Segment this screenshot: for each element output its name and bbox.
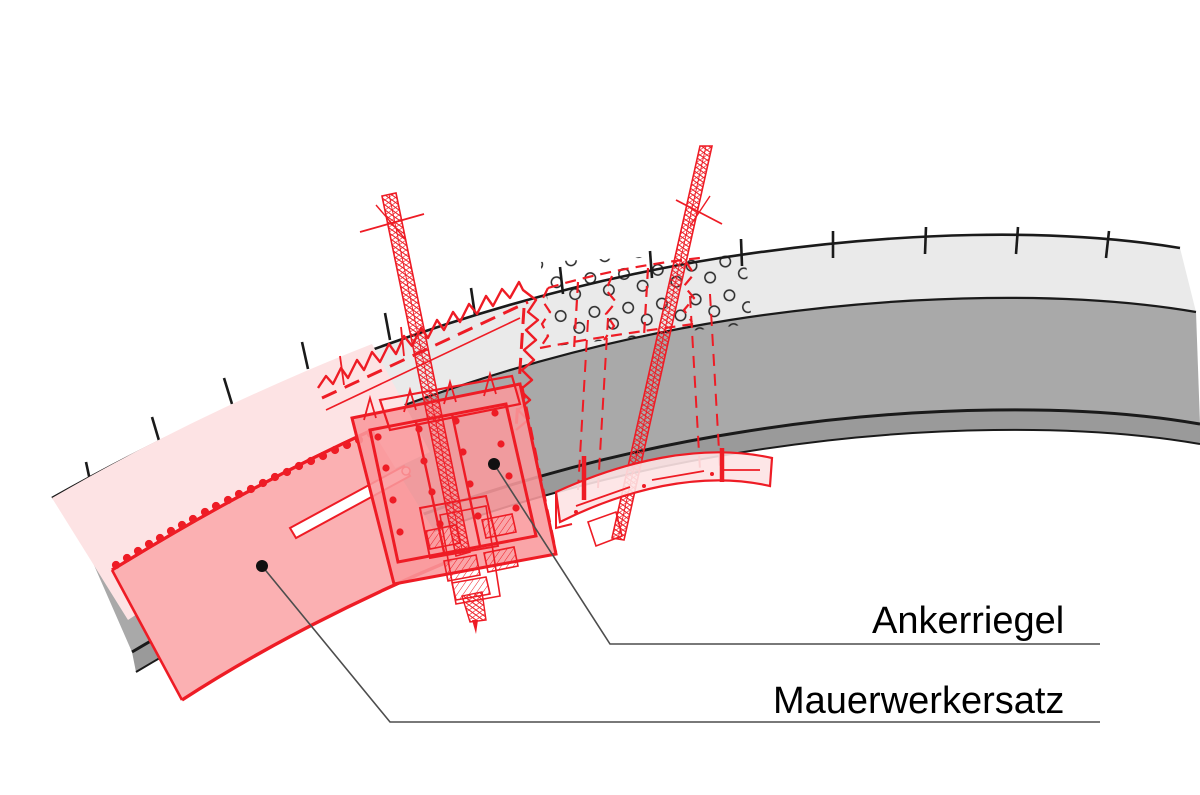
masonry-toothing-bead	[111, 428, 376, 572]
ankerriegel-teeth	[363, 370, 497, 421]
nut-washer-assembly	[425, 505, 519, 634]
anchor-rail-body	[554, 451, 774, 524]
label-mauerwerkersatz: Mauerwerkersatz	[773, 680, 1065, 722]
nut-blocks	[425, 513, 519, 601]
anchor-rod-right-top-tick2	[689, 195, 711, 227]
curved-anchor-rail	[554, 448, 774, 548]
anchor-rod-left-centerline	[388, 193, 464, 555]
label-ankerriegel: Ankerriegel	[872, 600, 1065, 642]
ankerriegel-gusset	[418, 494, 500, 560]
leader-dot-ankerriegel	[488, 458, 500, 470]
anchor-rail-end-left	[555, 492, 573, 530]
ankerriegel-hidden-edge	[520, 385, 558, 553]
anchor-rod-left-top-tick2	[375, 204, 407, 241]
ankerriegel-bolt-holes	[374, 409, 520, 536]
arch-core-band	[90, 297, 1200, 652]
mauerwerkersatz-band-left-edge	[110, 569, 184, 701]
leader-lines	[256, 458, 1100, 723]
anchor-rod-tip	[461, 591, 487, 623]
anchor-rod-tip-point	[472, 620, 478, 634]
anchor-rail-bracket	[586, 510, 623, 548]
anchor-rail-center-marks	[574, 472, 714, 514]
ankerriegel-top-frame	[378, 374, 522, 432]
leader-line-ankerriegel	[493, 463, 1100, 645]
jagged-break-outline	[317, 280, 540, 431]
mauerwerkersatz-region	[52, 344, 453, 702]
break-whisker-ticks	[339, 326, 405, 386]
leader-line-mauerwerkersatz	[261, 565, 1100, 723]
grout-zone-boundary	[539, 256, 701, 351]
anchor-rail-slot-left	[575, 486, 631, 507]
leader-dot-mauerwerkersatz	[256, 560, 268, 572]
anchor-rail-slot-mid	[651, 470, 705, 481]
anchor-rod-left	[359, 192, 471, 558]
anchor-rods-group	[359, 145, 723, 558]
ankerriegel-inner-plate-outline	[368, 402, 538, 564]
